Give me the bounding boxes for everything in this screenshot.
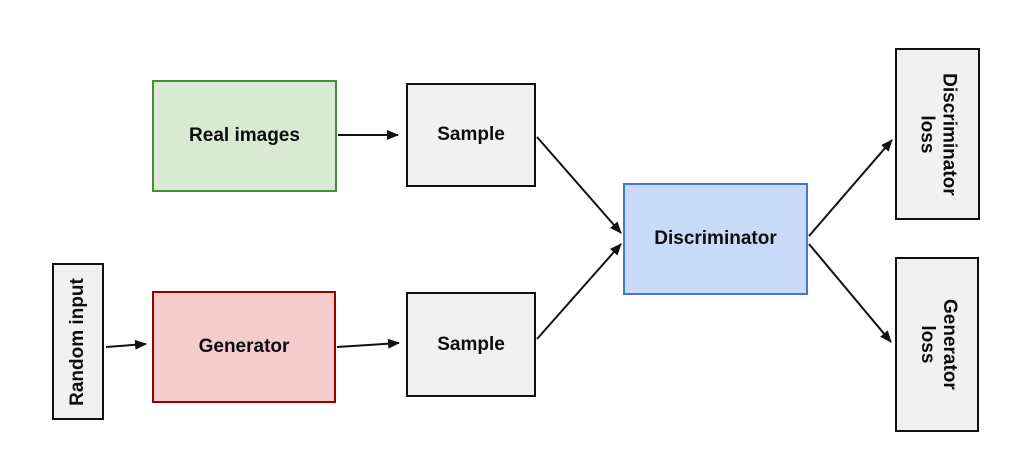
generator-loss-label: Generator loss [915, 299, 960, 390]
discriminator-node: Discriminator [623, 183, 808, 295]
sample-real-label: Sample [437, 124, 505, 145]
real-images-node: Real images [152, 80, 337, 192]
random-input-label: Random input [67, 277, 89, 406]
arrow-discriminator-to-generator-loss [808, 243, 892, 343]
discriminator-loss-label: Discriminator loss [915, 73, 960, 195]
random-input-node: Random input [52, 263, 104, 420]
sample-fake-node: Sample [406, 292, 536, 397]
generator-loss-line2: loss [916, 325, 937, 364]
arrow-discriminator-to-discriminator-loss [808, 139, 893, 237]
real-images-label: Real images [189, 125, 300, 146]
generator-node: Generator [152, 291, 336, 403]
generator-loss-line1: Generator [938, 299, 960, 390]
arrow-sample-bottom-to-discriminator [536, 243, 622, 340]
sample-fake-label: Sample [437, 333, 505, 355]
discriminator-label: Discriminator [654, 228, 777, 249]
arrow-generator-to-sample [336, 338, 400, 349]
arrow-sample-top-to-discriminator [536, 136, 622, 234]
discriminator-loss-line1: Discriminator [938, 72, 960, 196]
discriminator-loss-line2: loss [916, 114, 938, 154]
discriminator-loss-node: Discriminator loss [895, 48, 980, 220]
generator-label: Generator [198, 336, 290, 357]
generator-loss-node: Generator loss [895, 257, 979, 432]
sample-real-node: Sample [406, 83, 536, 187]
arrow-random-input-to-generator [105, 339, 147, 350]
